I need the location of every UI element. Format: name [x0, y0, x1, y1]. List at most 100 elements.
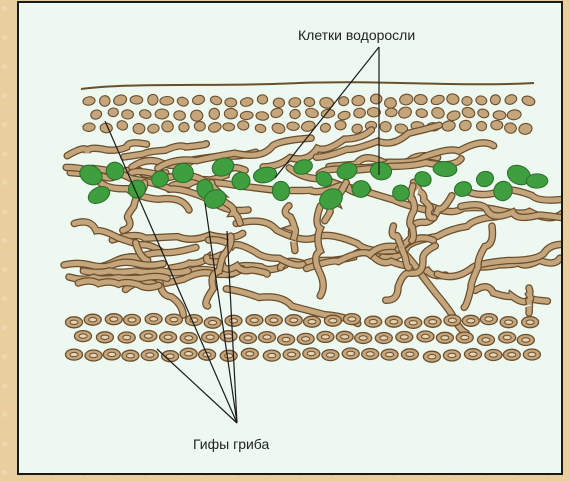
lower-cortex-cell-lumen: [526, 320, 534, 324]
lower-cortex-cell-lumen: [70, 320, 78, 324]
lower-cortex-cell-lumen: [206, 335, 214, 339]
cortex-cell: [370, 94, 382, 104]
cortex-cell: [289, 108, 301, 119]
lower-cortex-cell-lumen: [144, 334, 152, 338]
cortex-cell: [303, 97, 315, 108]
lower-cortex-cell-lumen: [270, 318, 278, 322]
cortex-cell: [521, 95, 536, 107]
cortex-cell: [176, 96, 189, 108]
algae-cell: [490, 178, 515, 204]
fungal-hyphae-layer: [64, 125, 561, 333]
algae-cells-label: Клетки водоросли: [298, 27, 415, 43]
cortex-cell: [337, 110, 351, 121]
cortex-cell: [319, 122, 331, 133]
cortex-cell: [493, 110, 506, 119]
cortex-cell: [414, 94, 428, 105]
cortex-cell: [489, 94, 501, 106]
lower-cortex-cell-lumen: [307, 351, 315, 355]
cortex-cell: [161, 120, 175, 133]
cortex-cell: [82, 96, 95, 106]
cortex-cell: [122, 110, 134, 120]
lower-cortex-cell-lumen: [146, 353, 154, 357]
lower-cortex-cell-lumen: [263, 335, 271, 339]
cortex-cell: [270, 107, 284, 119]
lower-cortex-cell-lumen: [185, 352, 193, 356]
algae-cell: [474, 169, 495, 189]
lower-cortex-cell-lumen: [123, 335, 131, 339]
diagram-frame: Клетки водоросли Гифы гриба: [17, 1, 563, 475]
cortex-cell: [237, 120, 249, 130]
lower-cortex-cell-lumen: [380, 336, 388, 340]
fungal-hypha: [529, 288, 531, 313]
cortex-cell: [462, 97, 472, 106]
lower-cortex-cell-lumen: [347, 351, 355, 355]
cortex-cell: [353, 108, 366, 119]
cortex-cell: [288, 97, 301, 108]
cortex-cell: [458, 119, 472, 132]
cortex-cell: [224, 108, 237, 118]
lower-cortex-cell-lumen: [150, 317, 158, 321]
lower-cortex-cell-lumen: [422, 334, 430, 338]
lower-cortex-cell-lumen: [170, 317, 178, 321]
cortex-cell: [384, 97, 396, 108]
cortex-cell: [415, 108, 428, 118]
cortex-cell: [271, 122, 286, 135]
cortex-cell: [504, 93, 518, 106]
cortex-cell: [300, 120, 316, 133]
cortex-cell: [461, 106, 476, 119]
lower-cortex-cell-lumen: [508, 353, 516, 357]
lower-cortex-cell-lumen: [522, 338, 530, 342]
cortex-cell: [399, 93, 414, 106]
lower-cortex-cell-lumen: [369, 320, 377, 324]
lower-cortex-cell-lumen: [250, 318, 258, 322]
lower-cortex-cell-lumen: [89, 318, 97, 322]
lower-cortex-cell-lumen: [225, 354, 233, 358]
lower-cortex-cell-lumen: [90, 353, 98, 357]
cortex-cell: [160, 96, 174, 105]
cortex-cell: [178, 121, 190, 133]
lower-cortex-cell-lumen: [467, 319, 475, 323]
cortex-cell: [257, 94, 268, 104]
cortex-cell: [397, 105, 413, 119]
lower-cortex-cell-lumen: [366, 352, 374, 356]
lower-cortex-cell-lumen: [225, 334, 233, 338]
cortex-cell: [338, 96, 349, 106]
cortex-cell: [194, 121, 205, 131]
cortex-cell: [430, 106, 445, 120]
cortex-cell: [518, 122, 533, 135]
lower-cortex-cell-lumen: [461, 335, 469, 339]
cortex-cell: [446, 93, 460, 106]
lower-cortex-cell-lumen: [288, 352, 296, 356]
cortex-cell: [130, 95, 143, 104]
lower-cortex-cell-lumen: [489, 353, 497, 357]
fungal-hypha: [83, 271, 188, 273]
lower-cortex-cell-lumen: [528, 352, 536, 356]
cortex-cell: [504, 122, 518, 134]
lower-cortex-cell-lumen: [290, 318, 298, 322]
lower-cortex-cell-lumen: [321, 335, 329, 339]
lower-cortex-cell-lumen: [244, 336, 252, 340]
cortex-cell: [430, 94, 445, 106]
lower-cortex-cell-lumen: [326, 353, 334, 357]
lower-cortex-cell-lumen: [505, 320, 513, 324]
lower-cortex-cell-lumen: [110, 317, 118, 321]
cortex-cell: [476, 121, 487, 132]
lichen-cross-section-diagram: Клетки водоросли Гифы гриба: [19, 3, 561, 473]
fungal-hyphae-label: Гифы гриба: [193, 436, 269, 452]
lower-cortex-cell-lumen: [329, 319, 337, 323]
cortex-cell: [335, 120, 346, 130]
lower-cortex-cell-lumen: [79, 334, 87, 338]
lower-cortex-cell-lumen: [246, 352, 254, 356]
algae-cell: [272, 181, 290, 201]
cortex-cell: [99, 95, 110, 106]
cortex-cell: [139, 108, 152, 119]
cortex-cell: [90, 109, 103, 121]
lower-cortex-cell-lumen: [101, 335, 109, 339]
lower-cortex-cell-lumen: [406, 352, 414, 356]
cortex-cell: [491, 120, 503, 130]
algae-cell: [526, 174, 548, 189]
cortex-cell: [273, 98, 284, 107]
cortex-cell: [222, 122, 234, 131]
cortex-cell: [116, 119, 129, 131]
cortex-cell: [385, 108, 397, 117]
